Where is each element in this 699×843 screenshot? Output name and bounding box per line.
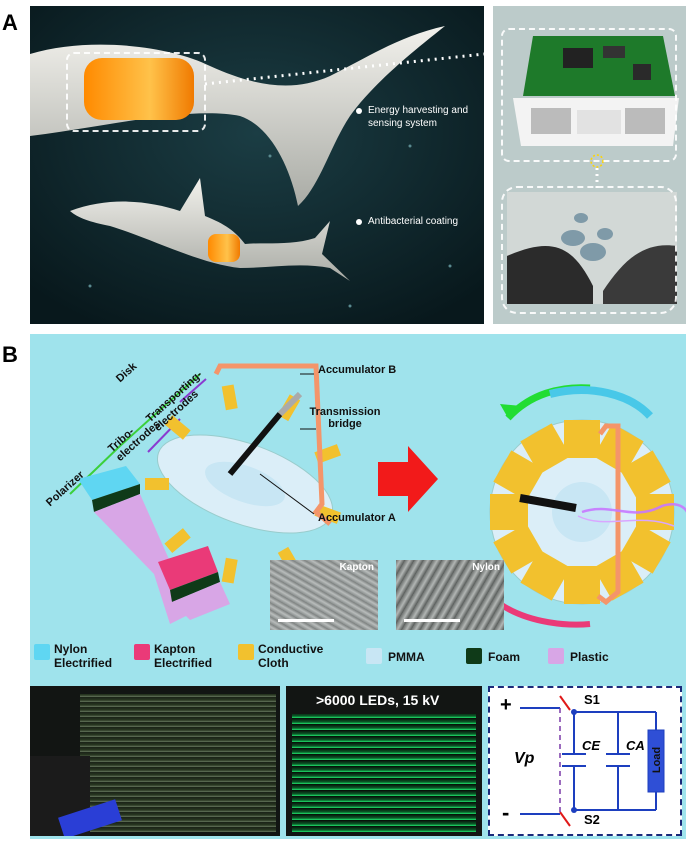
- shark-illustration: [30, 6, 484, 324]
- panel-b-generator: Disk Tribo- electrodes Transporting- ele…: [30, 334, 686, 839]
- legend-label-foam: Foam: [488, 650, 521, 664]
- generator-schematic: [69, 363, 686, 628]
- energy-harvesting-label: Energy harvesting and sensing system: [368, 105, 469, 129]
- panel-b-letter: B: [2, 342, 18, 367]
- nylon-sem-image: Nylon: [396, 560, 504, 630]
- transmission-bridge-label: Transmission bridge: [309, 406, 381, 430]
- legend-swatch-kapton: [134, 644, 150, 660]
- s2-label: S2: [584, 812, 600, 827]
- s1-label: S1: [584, 692, 600, 707]
- legend-swatch-plastic: [548, 648, 564, 664]
- legend-label-nylon: Nylon Electrified: [54, 642, 113, 670]
- orange-band-large: [84, 58, 194, 120]
- coating-highlight-box: [501, 186, 677, 314]
- panel-a-shark-scene: Energy harvesting and sensing system Ant…: [30, 6, 484, 324]
- glowing-leds: [292, 714, 476, 832]
- ce-label: CE: [582, 738, 601, 753]
- orange-band-small: [208, 234, 240, 262]
- coating-marker: [356, 219, 362, 225]
- equivalent-circuit: + - Vp S1 S2 CE CA Load: [488, 686, 682, 836]
- antibacterial-coating-label: Antibacterial coating: [368, 216, 459, 227]
- lit-led-photo: >6000 LEDs, 15 kV: [286, 686, 482, 836]
- led-array-photo: [30, 686, 280, 836]
- vp-label: Vp: [514, 750, 535, 767]
- panel-a-zoom: [493, 6, 686, 324]
- device-highlight-box: [501, 28, 677, 162]
- accumulator-a-label: Accumulator A: [318, 512, 396, 524]
- load-label: Load: [651, 746, 663, 774]
- band-highlight-box: [66, 52, 206, 132]
- nylon-sem-label: Nylon: [472, 562, 500, 573]
- kapton-sem-image: Kapton: [270, 560, 378, 630]
- led-count-label: >6000 LEDs, 15 kV: [316, 692, 440, 708]
- legend-swatch-cloth: [238, 644, 254, 660]
- kapton-scale-bar: [278, 619, 334, 622]
- nylon-scale-bar: [404, 619, 460, 622]
- legend-label-cloth: Conductive Cloth: [258, 642, 324, 670]
- energy-marker: [356, 108, 362, 114]
- circuit-diagram: [520, 695, 665, 827]
- legend-label-pmma: PMMA: [388, 650, 425, 664]
- ca-label: CA: [626, 738, 645, 753]
- material-legend: Nylon Electrified Kapton Electrified Con…: [30, 640, 686, 684]
- plus-terminal: +: [500, 694, 512, 716]
- legend-label-plastic: Plastic: [570, 650, 609, 664]
- legend-swatch-nylon: [34, 644, 50, 660]
- legend-label-kapton: Kapton Electrified: [154, 642, 213, 670]
- device-zoom-illustration: [493, 6, 686, 324]
- legend-swatch-foam: [466, 648, 482, 664]
- accumulator-b-label: Accumulator B: [318, 364, 397, 376]
- kapton-sem-label: Kapton: [339, 562, 374, 573]
- panel-a-letter: A: [2, 10, 18, 35]
- minus-terminal: -: [502, 800, 510, 825]
- legend-swatch-pmma: [366, 648, 382, 664]
